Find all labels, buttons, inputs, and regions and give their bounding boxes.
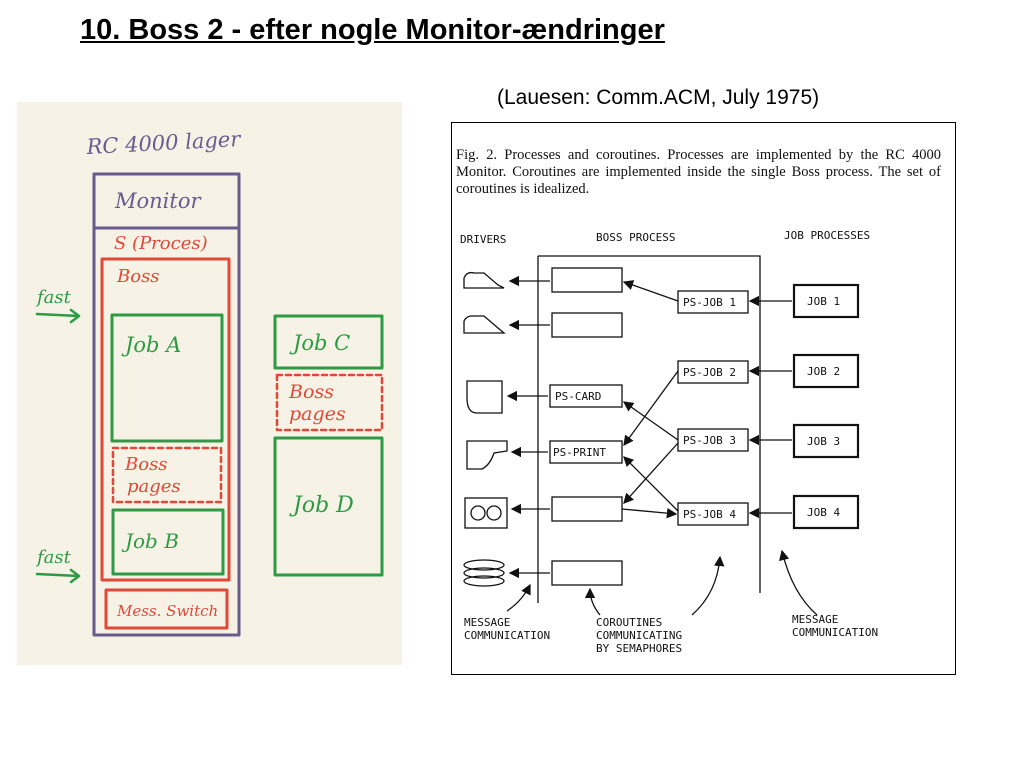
job-b-box bbox=[111, 508, 225, 576]
sketch-boss-pages-1a: Boss bbox=[124, 454, 168, 475]
coroutine-box-1 bbox=[551, 267, 623, 293]
sketch-boss-pages-2b: pages bbox=[289, 403, 346, 425]
note-msg-right-2: COMMUNICATION bbox=[792, 626, 878, 639]
note-msg-right-1: MESSAGE bbox=[792, 613, 838, 626]
mess-switch-box bbox=[104, 588, 229, 630]
job-3-label: JOB 3 bbox=[807, 435, 840, 448]
job-c-box bbox=[273, 314, 384, 370]
header-drivers: DRIVERS bbox=[460, 233, 506, 246]
sketch-boss-pages-1b: pages bbox=[127, 476, 181, 497]
tape-reel-right bbox=[486, 505, 502, 521]
driver-icon-1 bbox=[463, 271, 505, 289]
printer-icon bbox=[466, 440, 508, 470]
sketch-boss-label: Boss bbox=[116, 266, 160, 287]
ps-card-box bbox=[549, 384, 623, 408]
tape-icon bbox=[464, 497, 508, 529]
boss-process-boundary bbox=[537, 255, 761, 603]
ps-job-1-label: PS-JOB 1 bbox=[683, 296, 736, 309]
ps-print-box bbox=[549, 440, 623, 464]
sketch-fast-1: fast bbox=[35, 287, 72, 308]
job-2-label: JOB 2 bbox=[807, 365, 840, 378]
header-job-processes: JOB PROCESSES bbox=[784, 229, 870, 242]
process-diagram: DRIVERS BOSS PROCESS JOB PROCESSES bbox=[460, 229, 878, 655]
job-a-box bbox=[110, 313, 224, 443]
fast-arrow-1 bbox=[35, 308, 81, 324]
note-arrow-left bbox=[506, 583, 531, 612]
fast-arrow-2 bbox=[35, 568, 81, 584]
disk-icon-top bbox=[463, 559, 505, 571]
disk-icon-bottom bbox=[463, 575, 505, 587]
note-arrow-coroutines bbox=[584, 587, 601, 616]
sketch-boss-pages-2a: Boss bbox=[288, 381, 334, 403]
ps-job-box-1 bbox=[677, 290, 749, 314]
monitor-box bbox=[92, 172, 241, 230]
sketch-heading: RC 4000 lager bbox=[85, 127, 243, 159]
job-4-label: JOB 4 bbox=[807, 506, 840, 519]
arrow-psjob4-print bbox=[623, 456, 679, 512]
job-d-box bbox=[273, 436, 384, 577]
ps-job-4-label: PS-JOB 4 bbox=[683, 508, 736, 521]
figure-caption: Fig. 2. Processes and coroutines. Proces… bbox=[456, 147, 941, 197]
note-coro-1: COROUTINES bbox=[596, 616, 662, 629]
header-boss-process: BOSS PROCESS bbox=[596, 231, 675, 244]
note-arrow-right bbox=[779, 549, 818, 616]
arrow-psjob3-c5 bbox=[623, 442, 679, 504]
sketch-job-a-label: Job A bbox=[121, 333, 181, 357]
ps-print-label: PS-PRINT bbox=[553, 446, 606, 459]
note-arrow-coroutines-2 bbox=[691, 555, 725, 616]
sketch-job-c-label: Job C bbox=[289, 331, 350, 355]
arrow-psjob2-print bbox=[623, 370, 679, 447]
job-box-3 bbox=[792, 423, 860, 459]
note-coro-3: BY SEMAPHORES bbox=[596, 642, 682, 655]
coroutine-box-2 bbox=[551, 312, 623, 338]
memory-sketch: RC 4000 lager Monitor S (Proces) Boss Jo… bbox=[17, 102, 402, 665]
note-coro-2: COMMUNICATING bbox=[596, 629, 682, 642]
job-box-4 bbox=[792, 494, 860, 530]
sketch-fast-2: fast bbox=[35, 547, 72, 568]
disk-icon-mid bbox=[463, 567, 505, 579]
arrow-psjob1-c1 bbox=[622, 280, 679, 302]
boss-pages-box-1 bbox=[111, 446, 223, 504]
tape-reel-left bbox=[470, 505, 486, 521]
sketch-monitor-label: Monitor bbox=[114, 189, 202, 213]
coroutine-box-5 bbox=[551, 496, 623, 522]
s-process-box bbox=[100, 257, 231, 582]
note-msg-left-2: COMMUNICATION bbox=[464, 629, 550, 642]
driver-icon-2 bbox=[463, 315, 506, 334]
job-box-1 bbox=[792, 283, 860, 319]
job-1-label: JOB 1 bbox=[807, 295, 840, 308]
note-msg-left-1: MESSAGE bbox=[464, 616, 510, 629]
coroutine-box-6 bbox=[551, 560, 623, 586]
ps-job-2-label: PS-JOB 2 bbox=[683, 366, 736, 379]
sketch-mess-switch-label: Mess. Switch bbox=[116, 602, 218, 620]
memory-sketch-svg: RC 4000 lager Monitor S (Proces) Boss Jo… bbox=[35, 127, 384, 637]
sketch-job-d-label: Job D bbox=[289, 493, 354, 518]
source-citation: (Lauesen: Comm.ACM, July 1975) bbox=[497, 86, 820, 109]
sketch-job-b-label: Job B bbox=[121, 529, 179, 553]
arrow-c5-psjob4 bbox=[621, 507, 678, 519]
boss-pages-box-2 bbox=[275, 373, 384, 432]
sketch-s-proces-label: S (Proces) bbox=[114, 233, 208, 254]
job-box-2 bbox=[792, 353, 860, 389]
ps-card-label: PS-CARD bbox=[555, 390, 601, 403]
ps-job-box-4 bbox=[677, 502, 749, 526]
ps-job-3-label: PS-JOB 3 bbox=[683, 434, 736, 447]
card-reader-icon bbox=[466, 380, 503, 414]
paper-figure: Fig. 2. Processes and coroutines. Proces… bbox=[451, 122, 956, 675]
arrow-psjob3-card bbox=[622, 401, 679, 441]
slide-title: 10. Boss 2 - efter nogle Monitor-ændring… bbox=[80, 14, 665, 46]
